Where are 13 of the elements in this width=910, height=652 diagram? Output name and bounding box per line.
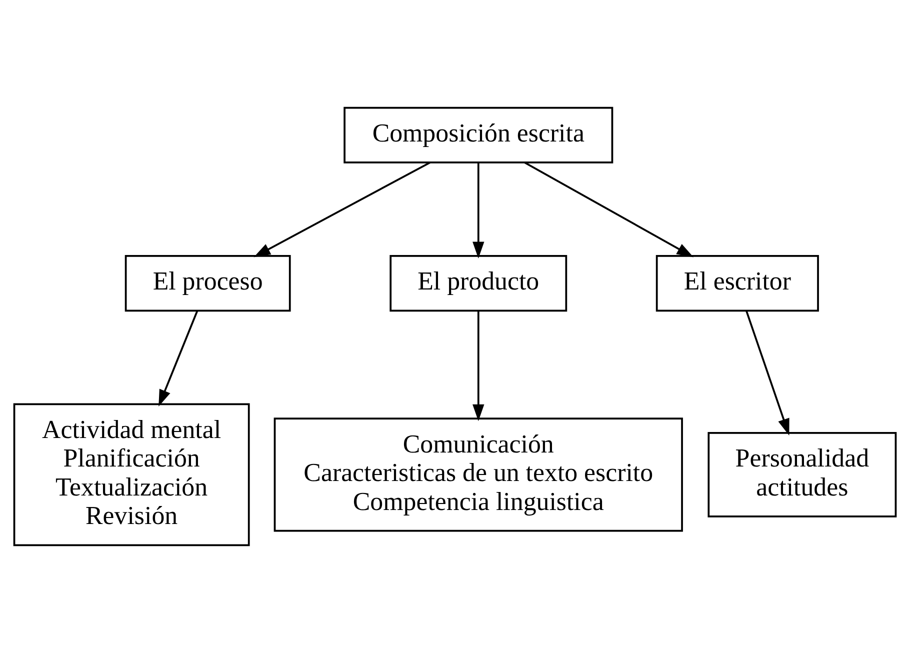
node-box: Actividad mental Planificación Textualización Revisión xyxy=(13,402,250,546)
arrow xyxy=(472,162,484,258)
node-box: El proceso xyxy=(124,254,291,312)
node-box: El escritor xyxy=(656,254,819,312)
arrow xyxy=(746,310,790,435)
arrow xyxy=(472,310,484,421)
node-box: El producto xyxy=(390,254,568,312)
arrow xyxy=(254,161,430,257)
arrow xyxy=(524,161,694,257)
node-box: Comunicación Caracteristicas de un texto escrito Competencia linguistica xyxy=(274,417,683,532)
arrow xyxy=(158,310,198,406)
node-box: Composición escrita xyxy=(344,106,614,163)
node-box: Personalidad actitudes xyxy=(708,432,897,517)
